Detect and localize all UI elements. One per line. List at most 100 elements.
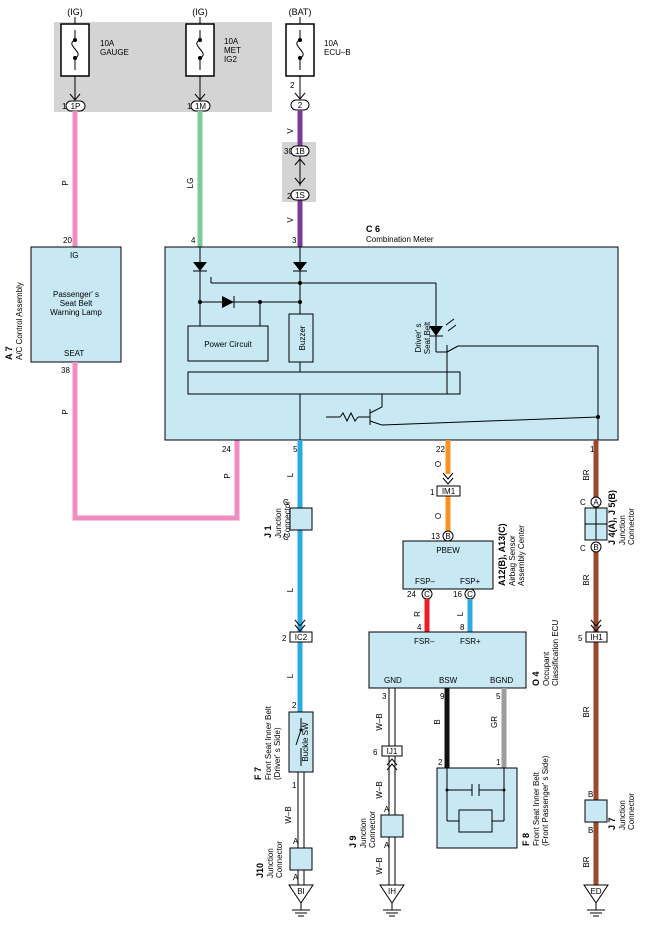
f7-name1: Front Seat Inner Belt [264, 705, 273, 780]
j7-name1: Junction [618, 800, 627, 830]
ac-lamp-1: Passenger' s [53, 290, 99, 299]
f8-pin-2: 2 [438, 758, 443, 767]
j1-code: J 1 [263, 525, 273, 538]
meter-pin-4: 4 [191, 236, 196, 245]
ecu-pin-3: 3 [382, 692, 387, 701]
airbag-letter-b: B [445, 532, 450, 541]
meter-pin-24: 24 [222, 445, 231, 454]
joint-conn-bot: 1S [295, 191, 305, 200]
met-source: (IG) [192, 7, 208, 17]
airbag-label-fspp: FSP+ [460, 577, 481, 586]
j10-name2: Connector [275, 841, 284, 878]
ecu-pin-5: 5 [496, 692, 501, 701]
j45-code: J 4(A), J 5(B) [607, 490, 617, 545]
j10-connector [289, 847, 313, 871]
f8-code: F 8 [521, 833, 531, 846]
ac-label-seat: SEAT [64, 349, 84, 358]
wire-l-label-4: L [456, 611, 465, 616]
ic2-conn: IC2 [295, 633, 308, 642]
ecu-label-gnd: GND [384, 676, 402, 685]
meter-pin-5: 5 [293, 445, 298, 454]
gauge-rating: 10A [100, 39, 115, 48]
control-logic-block [187, 371, 461, 395]
ecu-pin-8: 8 [460, 623, 465, 632]
joint-pin-bot: 2 [287, 192, 292, 201]
j45-c-bot: C [580, 544, 586, 553]
meter-pin-22: 22 [436, 445, 445, 454]
wire-v-label-1: V [286, 128, 295, 134]
ground-bi-label: BI [297, 887, 305, 896]
ecub-pin: 2 [290, 81, 295, 90]
j45-b-marker [590, 541, 602, 553]
j10-code: J10 [255, 863, 265, 878]
wire-br-label-2: BR [582, 574, 591, 585]
ac-lamp-3: Warning Lamp [50, 308, 102, 317]
ecu-name2: Classification ECU [551, 620, 560, 686]
gauge-source: (IG) [67, 7, 83, 17]
wire-r-label: R [413, 611, 422, 617]
wire-wb-label-1: W–B [284, 806, 293, 823]
joint-conn-top: 1B [295, 147, 305, 156]
wire-gr-label: GR [490, 716, 499, 728]
ac-label-ig: IG [70, 251, 78, 260]
driver-label-1: Driver' s [414, 323, 423, 352]
j1-c-top: C [283, 498, 289, 507]
f7-sw-label: Buckle SW [301, 722, 310, 762]
resistor-icon [339, 411, 359, 423]
airbag-letter-c-2: C [467, 590, 473, 599]
airbag-pin-pbew: 13 [431, 532, 440, 541]
ecu-name1: Occupant [542, 651, 551, 686]
ecu-label-fsrp: FSR+ [460, 637, 481, 646]
wire-br-label-4: BR [582, 856, 591, 867]
diode-icon [193, 262, 207, 271]
j9-code: J 9 [348, 835, 358, 848]
ic2-pin: 2 [282, 634, 287, 643]
wire-o-label-2: O [434, 513, 443, 519]
j1-name2: Connector [283, 501, 292, 538]
j1-connector [289, 507, 313, 531]
j10-a-top: A [293, 837, 299, 846]
airbag-sensor-box [402, 540, 494, 590]
ih1-conn: IH1 [590, 633, 603, 642]
ecu-pin-4: 4 [417, 623, 422, 632]
ij1-conn: IJ1 [387, 747, 398, 756]
ecub-rating: 10A [324, 39, 339, 48]
j10-name1: Junction [266, 848, 275, 878]
j9-name2: Connector [368, 811, 377, 848]
power-circuit-label: Power Circuit [204, 340, 252, 349]
ij1-connector [381, 745, 403, 757]
meter-code: C 6 [366, 224, 380, 234]
met-name: MET [224, 46, 241, 55]
ecu-label-fsrm: FSR– [414, 637, 435, 646]
ground-ih-icon [379, 884, 405, 904]
airbag-pin-24: 24 [407, 590, 416, 599]
airbag-code: A12(B), A13(C) [497, 523, 507, 586]
met-name2: IG2 [224, 55, 237, 64]
wire-wb-label-4: W–B [375, 857, 384, 874]
ecu-pin-9: 9 [440, 692, 445, 701]
j7-name2: Connector [627, 793, 636, 830]
f7-pin-1: 1 [292, 781, 297, 790]
airbag-label-pbew: PBEW [436, 546, 460, 555]
warning-led-icon [429, 326, 443, 336]
ac-lamp-2: Seat Belt [60, 299, 93, 308]
ground-ih-label: IH [388, 887, 396, 896]
wire-l-label-1: L [286, 472, 295, 477]
fuse-panel-ig [54, 22, 272, 112]
ground-bi-icon [288, 884, 314, 904]
ih1-pin: 5 [578, 634, 583, 643]
wire-p-label-3: P [223, 473, 232, 478]
j45-name2: Connector [627, 508, 636, 545]
meter-pin-1: 1 [590, 445, 595, 454]
driver-label-2: Seat Belt [423, 321, 432, 354]
j7-code: J 7 [607, 817, 617, 830]
wire-wb-label-2: W–B [375, 713, 384, 730]
ac-pin-ig: 20 [63, 236, 72, 245]
j45-a: A [593, 498, 599, 507]
im1-pin: 1 [430, 488, 435, 497]
j7-b-top: B [588, 790, 593, 799]
ij1-pin: 6 [373, 748, 378, 757]
wire-v-label-2: V [286, 217, 295, 223]
f7-code: F 7 [253, 767, 263, 780]
